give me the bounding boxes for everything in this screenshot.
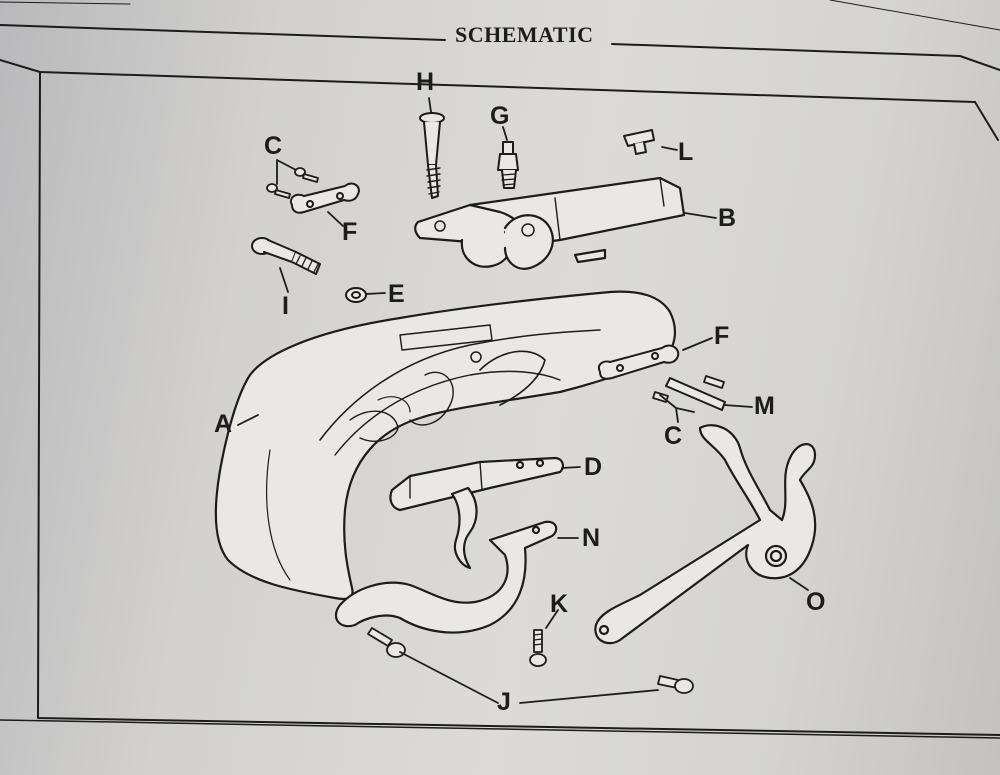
label-l: L — [678, 138, 694, 166]
part-o-hammer — [594, 424, 817, 645]
part-b-barrel — [414, 176, 686, 270]
label-o: O — [806, 588, 826, 616]
label-k: K — [550, 590, 569, 618]
part-f-plate-top — [290, 182, 360, 214]
part-n-trigger-guard — [334, 520, 558, 634]
label-b: B — [718, 204, 737, 232]
label-f-top: F — [342, 218, 358, 246]
label-i: I — [282, 292, 289, 320]
label-c-right: C — [664, 422, 683, 450]
part-e-washer — [345, 287, 367, 303]
part-f-plate-right — [598, 344, 680, 380]
part-j-screws — [367, 627, 694, 694]
part-a-stock — [214, 290, 676, 601]
page-title: SCHEMATIC — [455, 22, 594, 47]
part-d-trigger — [389, 456, 564, 570]
label-j: J — [497, 688, 511, 716]
part-g-nipple — [497, 141, 519, 189]
part-m-pin — [665, 377, 726, 411]
label-m: M — [754, 392, 775, 420]
leader-lines — [237, 97, 809, 704]
part-k-screw — [529, 629, 547, 667]
label-d: D — [584, 453, 603, 481]
label-c-top: C — [264, 132, 283, 160]
label-g: G — [490, 102, 510, 130]
part-c-screws-top — [266, 167, 319, 199]
label-a: A — [214, 410, 233, 438]
label-n: N — [582, 524, 601, 552]
label-h: H — [416, 68, 435, 96]
frame-border — [0, 0, 1000, 739]
part-h-bolt — [419, 112, 445, 199]
label-e: E — [388, 280, 405, 308]
label-f-right: F — [714, 322, 730, 350]
part-i-tang-bolt — [251, 237, 321, 275]
part-l-sight — [623, 129, 655, 155]
